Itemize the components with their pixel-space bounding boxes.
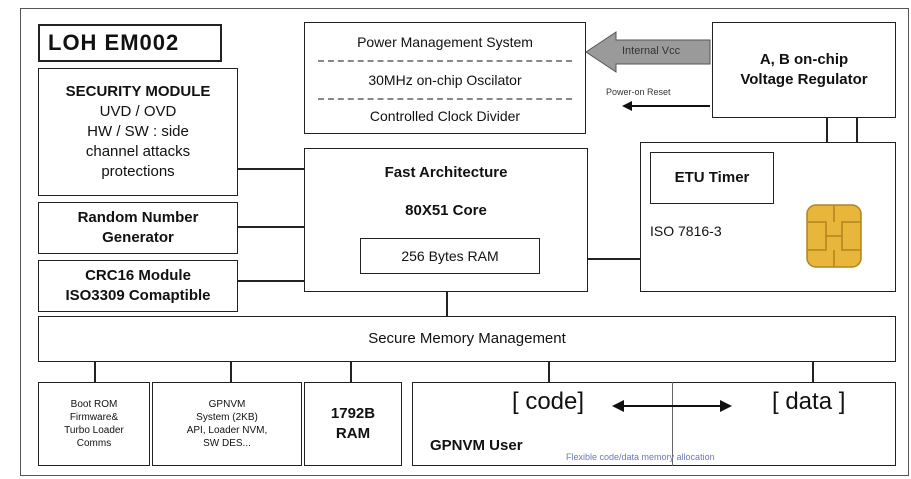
security-module-line: protections — [101, 163, 175, 180]
rng-line: Random Number — [77, 209, 199, 226]
smm-to-gpnvm-sys-line — [230, 362, 232, 382]
fast-architecture-title: Fast Architecture — [384, 164, 508, 181]
random-number-generator-box: Random Number Generator — [38, 202, 238, 254]
security-module-line: HW / SW : side — [87, 123, 189, 140]
boot-rom-line: Comms — [76, 438, 112, 449]
gpnvm-system-line: API, Loader NVM, — [186, 425, 268, 436]
smm-to-ram-line — [350, 362, 352, 382]
gpnvm-user-note: Flexible code/data memory allocation — [566, 452, 715, 462]
oscillator-label: 30MHz on-chip Oscilator — [368, 72, 522, 88]
boot-rom-line: Firmware& — [69, 412, 119, 423]
gpnvm-system-line: SW DES... — [203, 438, 251, 449]
security-module-line: channel attacks — [85, 143, 191, 160]
ram-1792-line: RAM — [335, 425, 371, 442]
iso7816-label: ISO 7816-3 — [650, 223, 722, 239]
code-label: [ code] — [512, 388, 585, 415]
gpnvm-system-line: GPNVM — [208, 399, 246, 410]
power-on-reset-label: Power-on Reset — [606, 87, 671, 97]
gpnvm-user-box — [412, 382, 896, 466]
ram-1792-box: 1792B RAM — [304, 382, 402, 466]
internal-vcc-label: Internal Vcc — [622, 45, 681, 57]
diagram-frame — [20, 8, 909, 476]
etu-timer-box: ETU Timer — [650, 152, 774, 204]
crc-line: ISO3309 Comaptible — [65, 287, 211, 304]
ram-256-box: 256 Bytes RAM — [360, 238, 540, 274]
power-on-reset-arrow — [622, 101, 710, 111]
boot-rom-line: Boot ROM — [70, 399, 118, 410]
security-to-core-line — [238, 168, 304, 170]
internal-vcc-arrow — [585, 31, 711, 73]
power-management-box: Power Management System 30MHz on-chip Os… — [304, 22, 586, 134]
regulator-line: A, B on-chip — [759, 51, 849, 68]
regulator-connector — [826, 118, 828, 142]
core-to-smm-line — [446, 292, 448, 316]
code-data-double-arrow — [612, 400, 732, 412]
core-label: 80X51 Core — [405, 202, 487, 219]
smart-chip-icon — [806, 204, 862, 268]
smm-to-bootrom-line — [94, 362, 96, 382]
secure-memory-management-bar: Secure Memory Management — [38, 316, 896, 362]
power-divider-1 — [318, 60, 572, 62]
data-label: [ data ] — [772, 388, 846, 415]
crc-to-core-line — [238, 280, 304, 282]
diagram-title: LOH EM002 — [38, 24, 222, 62]
clock-divider-label: Controlled Clock Divider — [369, 108, 521, 124]
security-module-line: UVD / OVD — [99, 103, 177, 120]
boot-rom-line: Turbo Loader — [64, 425, 124, 436]
gpnvm-system-line: System (2KB) — [196, 412, 258, 423]
power-management-system-label: Power Management System — [357, 34, 533, 50]
security-module-box: SECURITY MODULE UVD / OVD HW / SW : side… — [38, 68, 238, 196]
rng-to-core-line — [238, 226, 304, 228]
regulator-connector — [856, 118, 858, 142]
crc-line: CRC16 Module — [85, 267, 191, 284]
ram-1792-line: 1792B — [330, 405, 376, 422]
crc16-module-box: CRC16 Module ISO3309 Comaptible — [38, 260, 238, 312]
voltage-regulator-box: A, B on-chip Voltage Regulator — [712, 22, 896, 118]
regulator-line: Voltage Regulator — [740, 71, 868, 88]
core-to-iso-line — [588, 258, 640, 260]
gpnvm-user-label: GPNVM User — [430, 437, 523, 454]
gpnvm-system-box: GPNVM System (2KB) API, Loader NVM, SW D… — [152, 382, 302, 466]
power-divider-2 — [318, 98, 572, 100]
smm-to-data-line — [812, 362, 814, 382]
rng-line: Generator — [102, 229, 174, 246]
security-module-heading: SECURITY MODULE — [65, 83, 211, 100]
boot-rom-box: Boot ROM Firmware& Turbo Loader Comms — [38, 382, 150, 466]
fast-architecture-box: Fast Architecture 80X51 Core — [304, 148, 588, 292]
smm-to-code-line — [548, 362, 550, 382]
gpnvm-user-divider — [672, 382, 673, 466]
